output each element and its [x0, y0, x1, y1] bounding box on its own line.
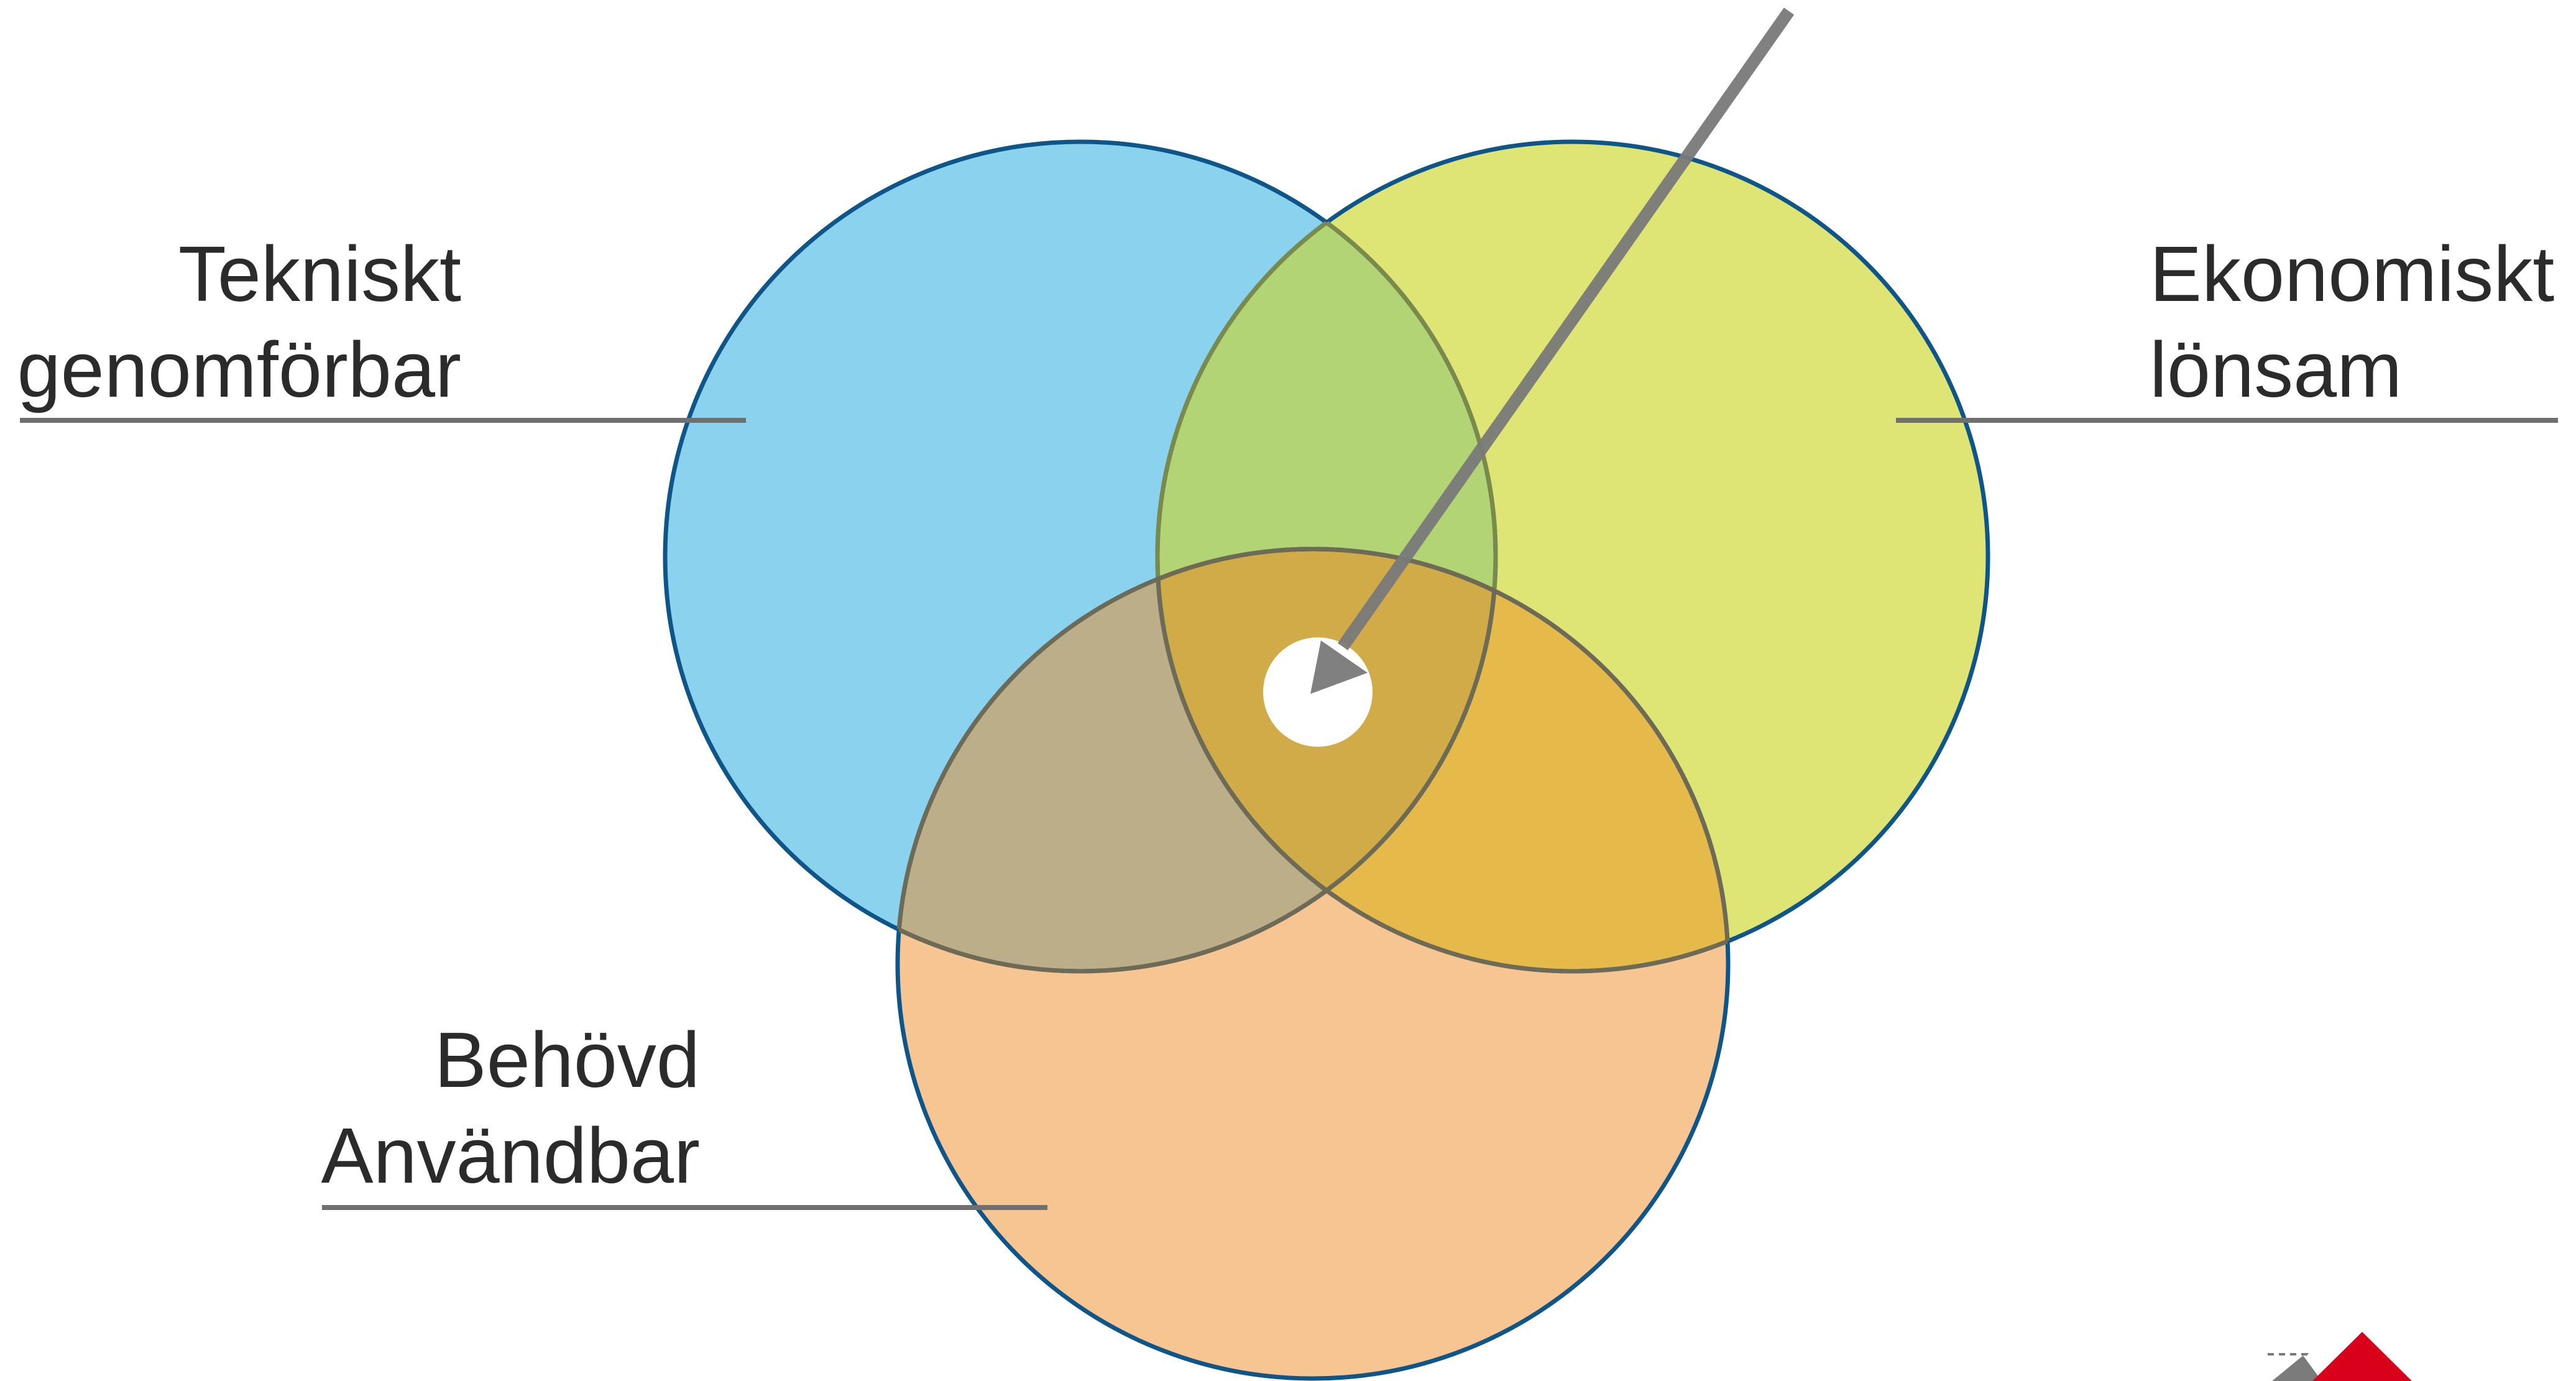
- label-economic-line1: Ekonomiskt: [2150, 230, 2554, 318]
- center-target-dot: [1263, 637, 1373, 747]
- logo-icon: [2268, 1332, 2412, 1381]
- label-needed-line1: Behövd: [435, 1016, 700, 1104]
- label-technical-line1: Tekniskt: [178, 230, 461, 318]
- pointer-arrow-shaft: [1337, 7, 1795, 650]
- label-technical-line2: genomförbar: [17, 326, 461, 413]
- label-economic-line2: lönsam: [2150, 326, 2402, 413]
- pointer-arrow-head: [1310, 640, 1368, 694]
- label-needed-line2: Användbar: [321, 1112, 700, 1199]
